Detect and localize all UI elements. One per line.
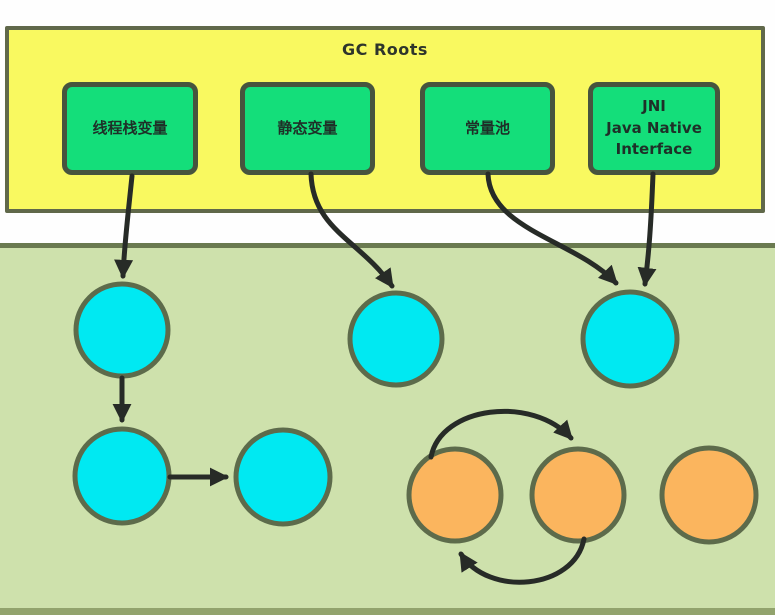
root-box-constant-pool: 常量池 xyxy=(420,82,555,175)
root-box-static-vars: 静态变量 xyxy=(240,82,375,175)
root-box-thread-stack-vars: 线程栈变量 xyxy=(62,82,198,175)
gc-roots-container: GC Roots 线程栈变量 静态变量 常量池 JNI Java Native … xyxy=(5,26,765,213)
root-box-label: 线程栈变量 xyxy=(92,118,168,137)
heap-region xyxy=(0,243,775,615)
root-box-label: 常量池 xyxy=(464,118,510,137)
root-box-label: JNI Java Native Interface xyxy=(606,96,702,159)
root-box-jni: JNI Java Native Interface xyxy=(588,82,720,175)
gc-roots-title: GC Roots xyxy=(342,40,428,59)
root-box-label: 静态变量 xyxy=(277,118,338,137)
